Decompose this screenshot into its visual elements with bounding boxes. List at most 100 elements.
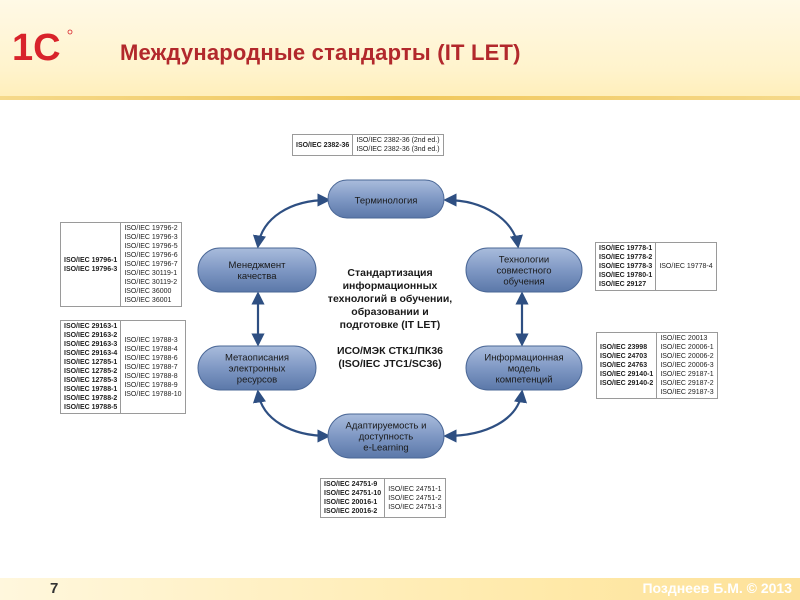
standard-code: ISO/IEC 29187-1 [660, 371, 714, 378]
header-band [0, 0, 800, 100]
node-terminology-label: Терминология [355, 196, 418, 207]
text-line: обучения [503, 277, 544, 288]
standard-code: ISO/IEC 19796-3 [64, 265, 118, 273]
text-line: Информационная [484, 353, 563, 364]
standard-code: ISO/IEC 24751-9 [324, 481, 378, 488]
text-line: Терминология [355, 196, 418, 207]
standard-code: ISO/IEC 19788-9 [124, 381, 178, 389]
standards-column: ISO/IEC 2382-36 (2nd ed.) ISO/IEC 2382-36… [352, 135, 442, 155]
standard-code: ISO/IEC 19796-7 [124, 261, 178, 268]
standards-column: ISO/IEC 2382-36 [293, 135, 352, 155]
standard-code: ISO/IEC 29127 [599, 281, 647, 288]
standard-code: ISO/IEC 23998 [600, 344, 648, 351]
footer-band [0, 578, 800, 600]
standard-code: ISO/IEC 19788-7 [124, 363, 178, 371]
standard-code: ISO/IEC 36001 [124, 297, 172, 304]
standard-code: ISO/IEC 24703 [600, 353, 648, 360]
standard-code: ISO/IEC 12785-3 [64, 377, 118, 384]
standard-code: ISO/IEC 29163-4 [64, 350, 118, 357]
standard-code: ISO/IEC 29140-1 [600, 371, 654, 378]
text-line: совместного [496, 266, 551, 277]
standard-code: ISO/IEC 19796-1 [64, 256, 118, 264]
standard-code: ISO/IEC 30119-1 [124, 270, 178, 277]
1c-logo: 1С [12, 27, 73, 68]
standard-code: ISO/IEC 19788-10 [124, 390, 182, 398]
standard-code: ISO/IEC 19796-2 [124, 225, 178, 232]
standard-code: ISO/IEC 19788-3 [124, 336, 178, 344]
logo-text: 1С [12, 27, 61, 68]
standard-code: ISO/IEC 29163-2 [64, 332, 118, 339]
standard-code: ISO/IEC 24763 [600, 362, 648, 369]
text-line: компетенций [495, 375, 552, 386]
standard-code: ISO/IEC 24751-1 [388, 485, 442, 493]
standard-code: ISO/IEC 29140-2 [600, 380, 654, 387]
text-line: Стандартизация [347, 267, 432, 279]
standard-code: ISO/IEC 20006-3 [660, 362, 714, 369]
arrow-terminology-quality [252, 193, 331, 249]
standard-code: ISO/IEC 19788-5 [64, 404, 118, 411]
standard-code: ISO/IEC 19788-4 [124, 345, 178, 353]
standard-code: ISO/IEC 19796-3 [124, 234, 178, 241]
standard-code: ISO/IEC 12785-2 [64, 368, 118, 375]
standard-code: ISO/IEC 36000 [124, 288, 172, 295]
standard-code: ISO/IEC 19778-1 [599, 245, 653, 252]
standard-code: ISO/IEC 19778-3 [599, 263, 653, 270]
text-line: Технологии [499, 255, 549, 266]
standard-code: ISO/IEC 2382-36 (2nd ed.) [356, 137, 440, 144]
text-line: образовании и [351, 306, 428, 318]
text-line: подготовке (IT LET) [340, 319, 441, 331]
page-title: Международные стандарты (IT LET) [120, 40, 521, 65]
author-credit: Позднеев Б.М. © 2013 [642, 580, 792, 596]
standard-code: ISO/IEC 19788-1 [64, 386, 118, 393]
arrow-competence-adaptive [443, 389, 528, 443]
standard-code: ISO/IEC 20013 [660, 335, 708, 342]
text-line: Метаописания [225, 353, 289, 364]
text-line: технологий в обучении, [328, 293, 452, 305]
standard-code: ISO/IEC 29163-3 [64, 341, 118, 348]
standard-code: ISO/IEC 20006-2 [660, 353, 714, 360]
text-line: доступность [359, 432, 414, 443]
text-line: Адаптируемость и [346, 421, 427, 432]
standard-code: ISO/IEC 20016-2 [324, 508, 378, 515]
standard-code: ISO/IEC 2382-36 (3nd ed.) [356, 146, 440, 153]
standard-code: ISO/IEC 29163-1 [64, 323, 118, 330]
text-line: электронных [229, 364, 286, 375]
standard-code: ISO/IEC 24751-2 [388, 494, 442, 502]
text-line: модель [508, 364, 541, 375]
arrow-terminology-collab [443, 193, 523, 249]
standard-code: ISO/IEC 19788-8 [124, 372, 178, 380]
text-line: ИСО/МЭК СТК1/ПК36 [337, 345, 443, 357]
standard-code: ISO/IEC 29187-2 [660, 380, 714, 387]
page-number: 7 [50, 580, 59, 597]
connector-arrows [251, 193, 529, 443]
header-divider [0, 96, 800, 100]
standard-code: ISO/IEC 19780-1 [599, 272, 653, 279]
text-line: ресурсов [237, 375, 277, 386]
standard-code: ISO/IEC 19778-4 [659, 263, 713, 270]
text-line: качества [238, 271, 278, 282]
standard-code: ISO/IEC 29187-3 [660, 389, 714, 396]
standard-code: ISO/IEC 12785-1 [64, 359, 118, 366]
